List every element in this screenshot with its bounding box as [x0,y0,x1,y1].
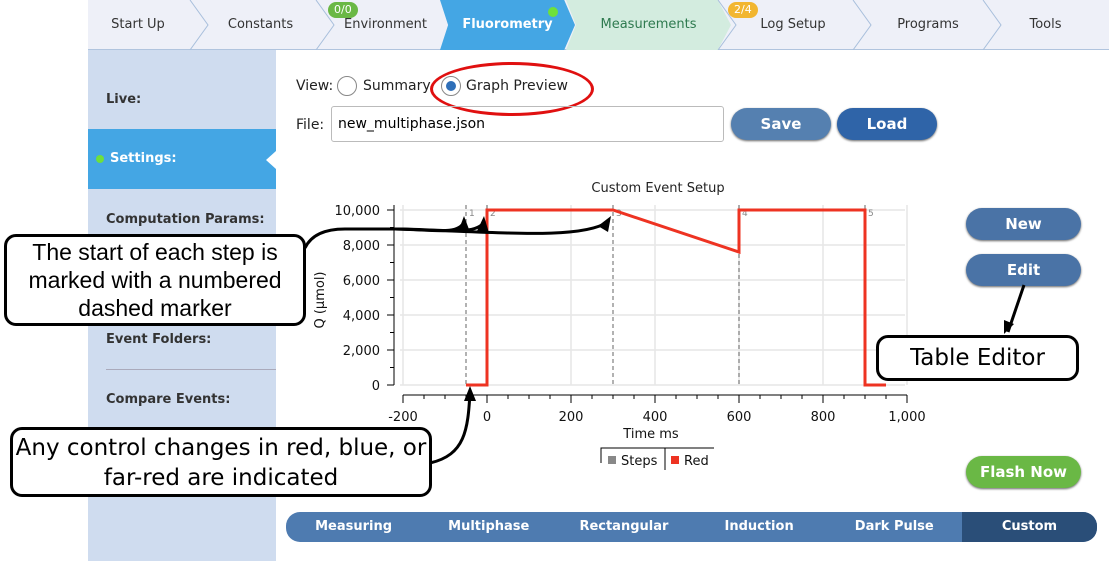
tab-log-setup[interactable]: Log Setup [760,17,826,32]
event-tab-induction[interactable]: Induction [724,519,794,534]
x-tick-label: 0 [483,410,491,425]
edit-button[interactable]: Edit [966,254,1081,286]
y-tick-label: 10,000 [335,204,381,219]
active-dot-icon [96,155,104,163]
summary-label[interactable]: Summary [363,78,431,94]
event-tab-custom[interactable]: Custom [961,512,1097,542]
y-tick-label: 8,000 [343,239,380,254]
series-line-red [466,208,886,387]
x-tick-label: 200 [559,410,584,425]
tab-separators [189,0,1002,50]
flash-now-button[interactable]: Flash Now [966,456,1081,488]
step-marker-label: 4 [742,209,748,219]
y-tick-label: 6,000 [343,274,380,289]
highlight-ellipse [430,62,594,116]
tab-programs[interactable]: Programs [897,17,959,32]
legend-frame [600,447,714,470]
legend-swatch-red [671,456,679,464]
y-axis-label: Q (µmol) [313,271,328,328]
tab-measurements[interactable]: Measurements [566,0,731,50]
top-navigation: Start Up Constants Environment 0/0 Fluor… [88,0,1109,50]
step-marker-label: 3 [616,209,622,219]
table-editor-callout: Table Editor [876,335,1079,381]
x-tick-label: 800 [811,410,836,425]
log-setup-badge: 2/4 [728,2,758,18]
divider [106,369,276,370]
legend-label-steps: Steps [621,454,658,469]
event-type-tabs: Measuring Multiphase Rectangular Induction D… [286,512,1097,542]
new-button[interactable]: New [966,208,1081,240]
tab-start-up[interactable]: Start Up [111,17,165,32]
file-input[interactable]: new_multiphase.json [331,106,724,142]
chart-title: Custom Event Setup [591,181,724,196]
file-label: File: [296,117,325,133]
environment-badge: 0/0 [328,2,358,18]
y-tick-label: 4,000 [343,309,380,324]
step-marker-label: 1 [469,209,475,219]
event-tab-measuring[interactable]: Measuring [315,519,393,534]
y-tick-label: 0 [372,379,380,394]
event-tab-dark-pulse[interactable]: Dark Pulse [854,519,934,534]
sidebar-item-live[interactable]: Live: [106,92,142,107]
event-tab-multiphase[interactable]: Multiphase [448,519,530,534]
status-dot-icon [548,7,558,17]
steps-callout: The start of each step is marked with a … [4,234,306,326]
tab-environment[interactable]: Environment [343,17,427,32]
x-tick-label: 600 [727,410,752,425]
sidebar-item-compare-events[interactable]: Compare Events: [106,392,231,407]
x-tick-label: -200 [388,410,418,425]
event-tab-rectangular[interactable]: Rectangular [579,519,669,534]
controls-callout: Any control changes in red, blue, or far… [10,427,432,497]
tab-constants[interactable]: Constants [227,17,294,32]
x-tick-label: 1,000 [888,410,925,425]
sidebar-item-settings[interactable]: Settings: [88,129,276,189]
legend-label-red: Red [684,454,709,469]
x-tick-label: 400 [643,410,668,425]
step-marker-label: 5 [868,209,874,219]
active-pointer-icon [266,151,276,169]
load-button[interactable]: Load [837,108,937,140]
legend-swatch-steps [608,456,616,464]
step-marker-label: 2 [490,209,496,219]
view-label: View: [296,78,334,94]
x-axis-label: Time ms [622,427,679,442]
tab-tools[interactable]: Tools [1029,17,1062,32]
save-button[interactable]: Save [731,108,831,140]
sidebar-item-event-folders[interactable]: Event Folders: [106,332,212,347]
summary-radio[interactable] [337,76,357,96]
sidebar-item-computation-params[interactable]: Computation Params: [106,212,265,227]
y-tick-label: 2,000 [343,344,380,359]
